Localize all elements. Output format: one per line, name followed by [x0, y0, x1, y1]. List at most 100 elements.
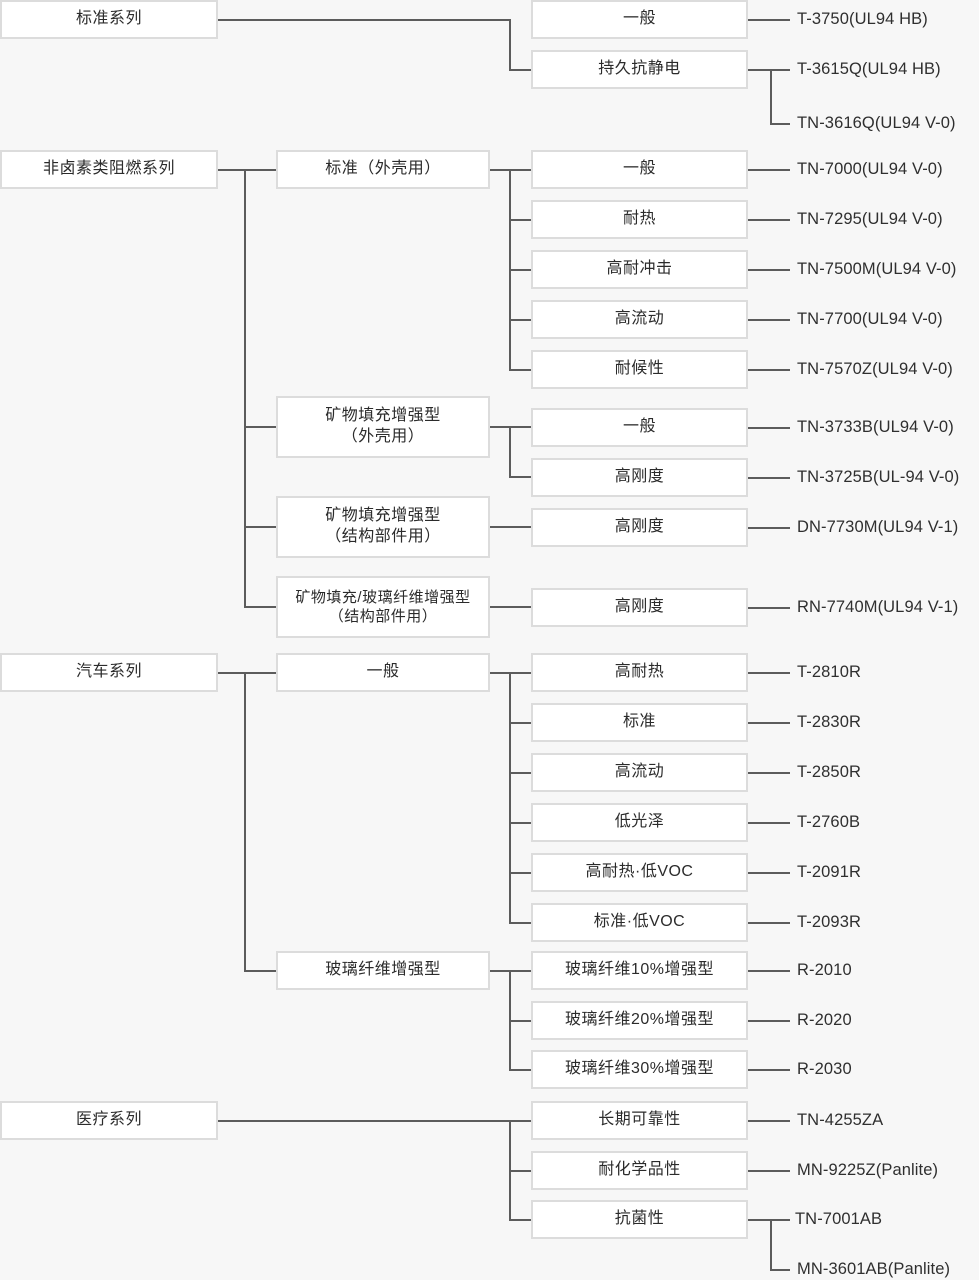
group-box[interactable]: 标准（外壳用） — [276, 150, 490, 189]
type-box[interactable]: 玻璃纤维10%增强型 — [531, 951, 748, 990]
connector — [770, 69, 772, 125]
connector — [490, 526, 531, 528]
product-label: TN-3616Q(UL94 V-0) — [797, 114, 956, 132]
connector — [748, 672, 790, 674]
connector — [770, 1219, 790, 1221]
connector — [509, 19, 511, 70]
connector — [748, 1120, 790, 1122]
connector — [244, 426, 276, 428]
product-label: TN-7700(UL94 V-0) — [797, 310, 943, 328]
connector — [509, 672, 511, 923]
connector — [770, 69, 790, 71]
connector — [748, 319, 790, 321]
product-label: R-2020 — [797, 1011, 852, 1029]
connector — [509, 219, 531, 221]
connector — [748, 219, 790, 221]
series-box-standard[interactable]: 标准系列 — [0, 0, 218, 39]
connector — [748, 922, 790, 924]
type-box[interactable]: 标准 — [531, 703, 748, 742]
connector — [748, 822, 790, 824]
type-box[interactable]: 玻璃纤维30%增强型 — [531, 1050, 748, 1089]
type-box[interactable]: 高耐热 — [531, 653, 748, 692]
type-box[interactable]: 耐热 — [531, 200, 748, 239]
product-label: TN-3733B(UL94 V-0) — [797, 418, 954, 436]
type-box[interactable]: 高刚度 — [531, 508, 748, 547]
connector — [770, 1219, 772, 1271]
connector — [748, 269, 790, 271]
type-box[interactable]: 高流动 — [531, 753, 748, 792]
product-label: T-2810R — [797, 663, 861, 681]
product-label: TN-7295(UL94 V-0) — [797, 210, 943, 228]
product-label: TN-7500M(UL94 V-0) — [797, 260, 957, 278]
product-label: TN-3725B(UL-94 V-0) — [797, 468, 960, 486]
product-label: T-2093R — [797, 913, 861, 931]
connector — [509, 69, 531, 71]
connector — [509, 1020, 531, 1022]
product-label: T-2850R — [797, 763, 861, 781]
product-label: T-2091R — [797, 863, 861, 881]
connector — [509, 426, 511, 477]
product-label: MN-9225Z(Panlite) — [797, 1161, 939, 1179]
type-box[interactable]: 高流动 — [531, 300, 748, 339]
product-label: TN-4255ZA — [797, 1111, 884, 1129]
series-box-automotive[interactable]: 汽车系列 — [0, 653, 218, 692]
type-box[interactable]: 耐候性 — [531, 350, 748, 389]
connector — [748, 19, 790, 21]
connector — [748, 477, 790, 479]
product-label: T-2760B — [797, 813, 861, 831]
type-box[interactable]: 一般 — [531, 150, 748, 189]
type-box[interactable]: 一般 — [531, 0, 748, 39]
product-label: R-2010 — [797, 961, 852, 979]
series-box-halogen-free[interactable]: 非卤素类阻燃系列 — [0, 150, 218, 189]
type-box[interactable]: 长期可靠性 — [531, 1101, 748, 1140]
product-label: TN-7001AB — [795, 1210, 883, 1228]
connector — [748, 369, 790, 371]
connector — [244, 970, 276, 972]
type-box[interactable]: 高耐冲击 — [531, 250, 748, 289]
connector — [244, 526, 276, 528]
type-box[interactable]: 持久抗静电 — [531, 50, 748, 89]
connector — [748, 772, 790, 774]
product-label: DN-7730M(UL94 V-1) — [797, 518, 959, 536]
connector — [748, 527, 790, 529]
group-box[interactable]: 矿物填充/玻璃纤维增强型 （结构部件用） — [276, 576, 490, 638]
connector — [509, 772, 531, 774]
type-box[interactable]: 高耐热·低VOC — [531, 853, 748, 892]
connector — [244, 672, 246, 972]
type-box[interactable]: 标准·低VOC — [531, 903, 748, 942]
connector — [748, 1069, 790, 1071]
connector — [490, 606, 531, 608]
type-box[interactable]: 抗菌性 — [531, 1200, 748, 1239]
type-box[interactable]: 耐化学品性 — [531, 1151, 748, 1190]
connector — [509, 369, 531, 371]
type-box[interactable]: 一般 — [531, 408, 748, 447]
series-box-medical[interactable]: 医疗系列 — [0, 1101, 218, 1140]
connector — [509, 1170, 531, 1172]
connector — [244, 606, 276, 608]
connector — [748, 607, 790, 609]
connector — [509, 476, 531, 478]
product-label: T-2830R — [797, 713, 861, 731]
connector — [748, 69, 772, 71]
type-box[interactable]: 玻璃纤维20%增强型 — [531, 1001, 748, 1040]
connector — [509, 269, 531, 271]
connector — [218, 19, 511, 21]
connector — [509, 922, 531, 924]
connector — [218, 672, 276, 674]
connector — [748, 970, 790, 972]
type-box[interactable]: 低光泽 — [531, 803, 748, 842]
type-box[interactable]: 高刚度 — [531, 588, 748, 627]
connector — [770, 123, 790, 125]
connector — [748, 169, 790, 171]
connector — [509, 1069, 531, 1071]
group-box[interactable]: 矿物填充增强型 （外壳用） — [276, 396, 490, 458]
group-box[interactable]: 矿物填充增强型 （结构部件用） — [276, 496, 490, 558]
product-label: TN-7000(UL94 V-0) — [797, 160, 943, 178]
connector — [509, 872, 531, 874]
type-box[interactable]: 高刚度 — [531, 458, 748, 497]
connector — [509, 319, 531, 321]
group-box[interactable]: 一般 — [276, 653, 490, 692]
group-box[interactable]: 玻璃纤维增强型 — [276, 951, 490, 990]
product-label: T-3615Q(UL94 HB) — [797, 60, 941, 78]
